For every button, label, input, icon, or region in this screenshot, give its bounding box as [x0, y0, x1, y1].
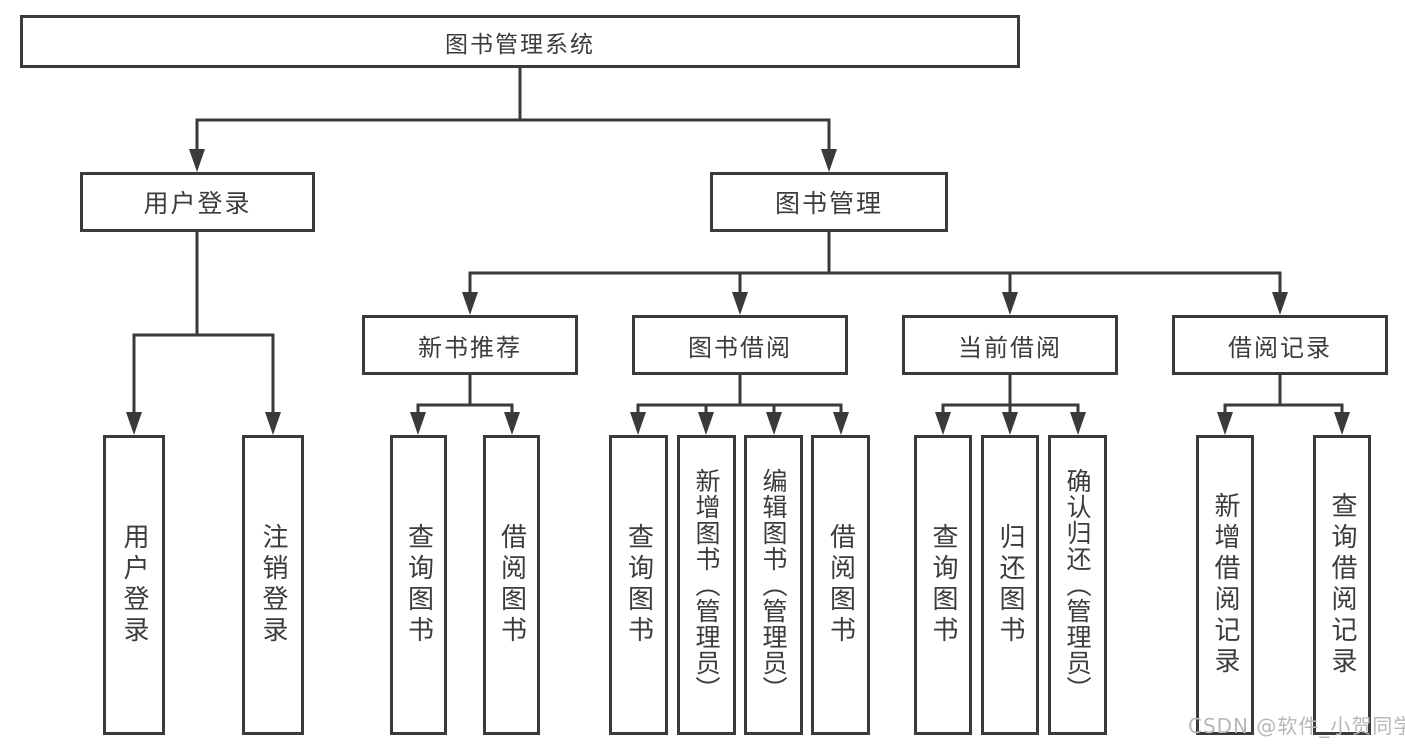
- leaf-query-books-borrow: 查询图书: [609, 435, 668, 735]
- leaf-add-borrow-record: 新增借阅记录: [1196, 435, 1254, 735]
- leaf-query-books-recommend: 查询图书: [390, 435, 447, 735]
- node-book-management: 图书管理: [710, 172, 948, 232]
- node-current-borrow: 当前借阅: [902, 315, 1118, 375]
- leaf-add-book-admin: 新增图书（管理员）: [677, 435, 736, 735]
- leaf-query-borrow-record: 查询借阅记录: [1313, 435, 1371, 735]
- leaf-logout: 注销登录: [242, 435, 304, 735]
- leaf-borrow-books: 借阅图书: [811, 435, 870, 735]
- node-library-management-system: 图书管理系统: [20, 15, 1020, 68]
- arrowhead-icons: [126, 149, 1350, 435]
- node-borrow-records: 借阅记录: [1172, 315, 1388, 375]
- leaf-confirm-return-admin: 确认归还（管理员）: [1048, 435, 1107, 735]
- leaf-borrow-books-recommend: 借阅图书: [483, 435, 540, 735]
- node-user-login: 用户登录: [80, 172, 315, 232]
- leaf-edit-book-admin: 编辑图书（管理员）: [744, 435, 803, 735]
- leaf-query-books-current: 查询图书: [914, 435, 972, 735]
- node-new-book-recommend: 新书推荐: [362, 315, 578, 375]
- csdn-watermark: CSDN @软件_小贺同学: [1188, 714, 1405, 738]
- node-book-borrow: 图书借阅: [632, 315, 848, 375]
- leaf-return-book: 归还图书: [981, 435, 1039, 735]
- leaf-user-login: 用户登录: [103, 435, 165, 735]
